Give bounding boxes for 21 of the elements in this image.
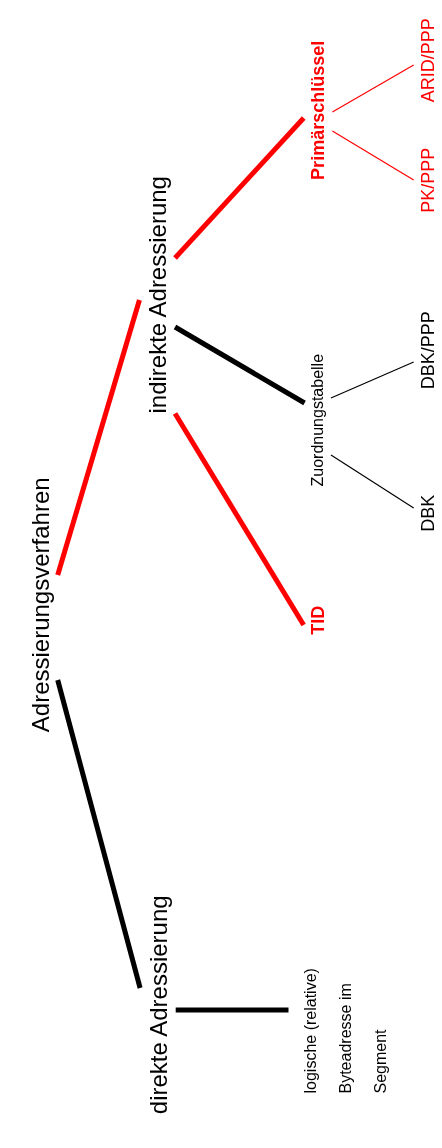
connector-line (331, 130, 415, 181)
connector-line (55, 299, 142, 576)
tree-node-label: PK/PPP (417, 147, 439, 213)
tree-node-label: indirekte Adressierung (143, 176, 172, 414)
connector-line (55, 679, 143, 989)
tree-node-label: DBK/PPP (417, 310, 439, 389)
tree-node-label: ARID/PPP (417, 17, 439, 102)
connector-line (173, 116, 306, 260)
tree-node-label: Adressierungsverfahren (26, 477, 54, 733)
tree-node-label: TID (307, 605, 329, 635)
tree-node-label: Zuordnungstabelle (308, 353, 327, 487)
tree-node-label: direkte Adressierung (144, 895, 172, 1115)
tree-node-label: Primärschlüssel (307, 40, 329, 180)
tree-node-label: logische (relative) Byteadresse im Segment (292, 943, 398, 1093)
connector-line (330, 454, 415, 509)
connector-line (175, 1007, 289, 1013)
connector-line (331, 64, 415, 113)
tree-node-label: DBK (417, 494, 439, 532)
connector-line (330, 361, 415, 399)
connector-line (173, 324, 306, 406)
connector-line (172, 412, 306, 627)
